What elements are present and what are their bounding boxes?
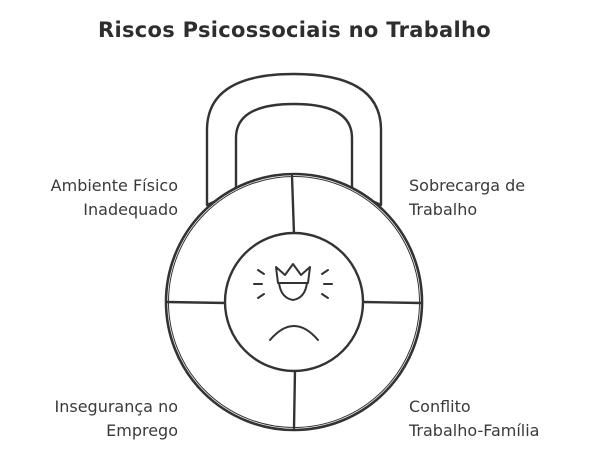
quadrant-label-bottom-right: Conflito Trabalho-Família (409, 395, 584, 443)
quadrant-label-line: Emprego (106, 421, 178, 440)
quadrant-divider-right (360, 300, 423, 305)
quadrant-label-top-right: Sobrecarga de Trabalho (409, 174, 579, 222)
quadrant-label-line: Insegurança no (54, 397, 178, 416)
quadrant-label-line: Ambiente Físico (50, 176, 178, 195)
quadrant-label-line: Trabalho (409, 200, 478, 219)
diagram-title: Riscos Psicossociais no Trabalho (97, 18, 491, 42)
quadrant-label-line: Sobrecarga de (409, 176, 526, 195)
quadrant-divider-left (165, 300, 228, 305)
quadrant-label-line: Conflito (409, 397, 471, 416)
quadrant-label-line: Inadequado (83, 200, 178, 219)
quadrant-divider-top (290, 174, 296, 236)
quadrant-divider-bottom (292, 368, 297, 430)
quadrant-label-top-left: Ambiente Físico Inadequado (10, 174, 178, 222)
stressed-crowned-face-icon (253, 263, 333, 341)
quadrant-label-line: Trabalho-Família (409, 421, 540, 440)
padlock-shackle (205, 72, 383, 207)
center-circle (223, 231, 365, 373)
quadrant-label-bottom-left: Insegurança no Emprego (10, 395, 178, 443)
